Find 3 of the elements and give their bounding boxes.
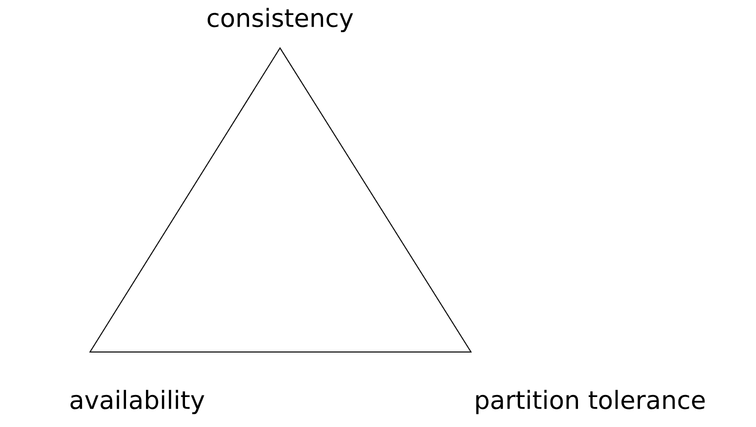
vertex-label: partition tolerance bbox=[476, 390, 705, 414]
vertex-label: availability bbox=[70, 390, 204, 414]
vertex-label: consistency bbox=[208, 8, 353, 32]
